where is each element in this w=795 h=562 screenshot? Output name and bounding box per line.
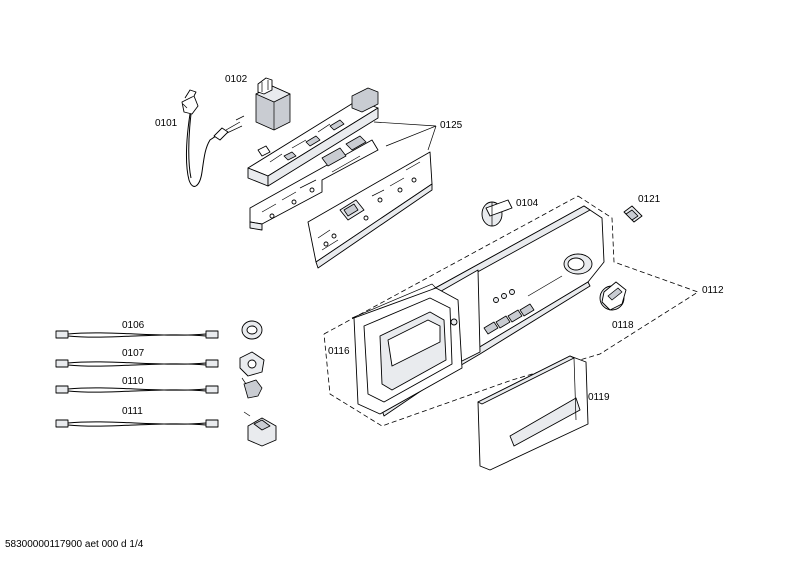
label-0104: 0104	[516, 198, 539, 209]
control-module-front-board	[307, 151, 433, 269]
label-0121: 0121	[638, 194, 661, 205]
power-cord-part	[181, 89, 245, 187]
filter-part	[255, 77, 291, 131]
clip-part	[623, 205, 643, 223]
drawing-reference-number: 58300000117900 aet 000 d 1/4	[5, 539, 144, 550]
selector-knob-part	[599, 281, 627, 311]
label-0101: 0101	[155, 118, 178, 129]
part-labels: 0101 0102 0125 0104 0121 0112 0118 0116 …	[122, 74, 724, 417]
panel-buttons	[483, 303, 535, 335]
label-0119: 0119	[588, 392, 610, 403]
label-0106: 0106	[122, 320, 145, 331]
wire-harness-0110	[55, 377, 263, 399]
label-0112: 0112	[702, 285, 724, 296]
wire-harness-0107	[55, 351, 265, 377]
wire-harness-0106	[55, 320, 263, 340]
label-0118: 0118	[612, 320, 634, 331]
cover-panel-part	[477, 355, 589, 471]
label-0102: 0102	[225, 74, 248, 85]
panel-assembly-boundary	[323, 195, 699, 427]
label-0116: 0116	[328, 346, 350, 357]
label-0125: 0125	[440, 120, 463, 131]
knob-part	[481, 199, 513, 227]
dispenser-frame	[351, 283, 463, 415]
wire-harness-0111	[55, 411, 277, 447]
label-0111: 0111	[122, 406, 143, 417]
control-module-bar	[247, 87, 379, 187]
label-0107: 0107	[122, 348, 145, 359]
control-module-board	[249, 135, 379, 231]
label-0110: 0110	[122, 376, 144, 387]
